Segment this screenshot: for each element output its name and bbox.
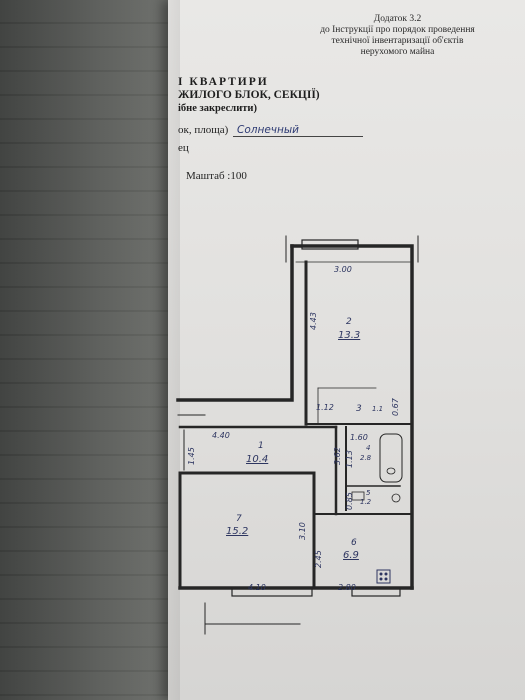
dim-kitchen-height: 2.45 bbox=[314, 550, 323, 568]
document-page bbox=[168, 0, 525, 700]
dim-bottom-left: 4.10 bbox=[248, 583, 266, 592]
dim-wc-side: 0.85 bbox=[345, 492, 354, 510]
annex-note: Додаток 3.2 до Інструкції про порядок пр… bbox=[285, 14, 510, 58]
room-3-number: 3 bbox=[356, 404, 362, 414]
scale-label: Маштаб :100 bbox=[186, 170, 247, 182]
room-3-area: 1.1 bbox=[372, 405, 383, 413]
room-1-area: 10.4 bbox=[246, 454, 268, 465]
address-fragment: ец bbox=[178, 142, 189, 154]
room-6-area: 6.9 bbox=[343, 550, 359, 561]
stove-icon bbox=[376, 569, 391, 584]
annex-line-1: Додаток 3.2 bbox=[373, 14, 422, 24]
binding-shadow bbox=[0, 0, 178, 700]
room-5-area: 1.2 bbox=[360, 498, 372, 506]
dim-balcony-width: 1.12 bbox=[316, 403, 334, 412]
address-value: Солнечный bbox=[233, 124, 363, 137]
heading-line-1: І КВАРТИРИ bbox=[178, 76, 269, 88]
room-7-number: 7 bbox=[236, 514, 242, 524]
page-fold bbox=[150, 0, 180, 700]
heading-line-2: ЖИЛОГО БЛОК, СЕКЦІЇ) bbox=[178, 89, 320, 101]
room-4-number: 4 bbox=[366, 444, 370, 452]
address-row: ок, площа) Солнечный bbox=[178, 124, 363, 137]
room-4-area: 2.8 bbox=[360, 454, 372, 462]
room-1-number: 1 bbox=[258, 441, 264, 451]
dim-room7-side: 3.10 bbox=[298, 522, 307, 540]
dim-hall-width: 4.40 bbox=[212, 431, 230, 440]
room-2-number: 2 bbox=[346, 317, 352, 327]
dim-right-side: 0.67 bbox=[391, 397, 400, 416]
dim-bath-side: 3.62 bbox=[333, 447, 342, 465]
room-2-area: 13.3 bbox=[338, 330, 360, 341]
dim-room2-height: 4.43 bbox=[309, 312, 318, 330]
dim-bottom-right: 2.80 bbox=[338, 583, 356, 592]
room-7-area: 15.2 bbox=[226, 526, 248, 537]
dim-top-width: 3.00 bbox=[334, 265, 352, 274]
back-page bbox=[0, 0, 182, 700]
dim-hall-height: 1.45 bbox=[187, 447, 196, 465]
room-6-number: 6 bbox=[351, 538, 357, 548]
room-5-number: 5 bbox=[366, 489, 371, 497]
annex-line-3: технічної інвентаризації об'єктів bbox=[331, 36, 464, 46]
heading-line-3: ібне закреслити) bbox=[178, 103, 257, 114]
dim-corridor-height: 1.60 bbox=[350, 433, 368, 442]
address-label: ок, площа) bbox=[178, 124, 229, 136]
annex-line-2: до Інструкції про порядок проведення bbox=[320, 25, 475, 35]
dim-bath-small: 1.13 bbox=[345, 450, 354, 468]
annex-line-4: нерухомого майна bbox=[360, 47, 435, 57]
document-heading: І КВАРТИРИ ЖИЛОГО БЛОК, СЕКЦІЇ) ібне зак… bbox=[178, 76, 320, 115]
